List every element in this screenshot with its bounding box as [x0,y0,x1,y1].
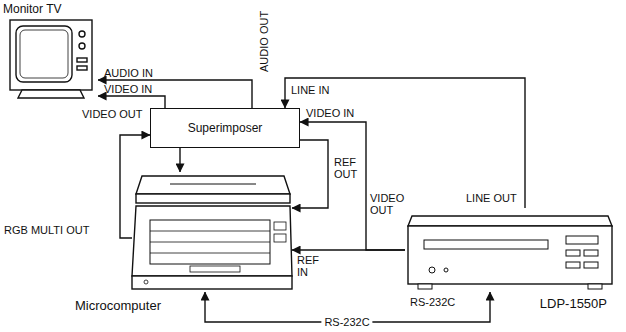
tv-screen [16,26,72,82]
connector-line [292,249,405,250]
connector-line [120,135,150,238]
port-label: VIDEO IN [104,83,152,95]
player-key [584,262,598,268]
disc-tray [424,240,548,249]
tv-screen-inner [20,30,68,78]
port-label: VIDEO OUT [370,192,404,216]
player-key [566,262,580,268]
port-label: AUDIO IN [104,67,153,79]
player-button [444,268,448,272]
function-key [274,222,286,230]
connector-line [205,292,490,322]
monitor-tv: Monitor TV [2,2,98,102]
tv-knob [79,43,85,49]
player-key [584,250,598,256]
port-label: REF IN [297,254,319,278]
computer-front-edge [132,276,292,289]
key-row [150,253,270,254]
computer-illustration [132,176,292,289]
connector-line [300,122,405,250]
tv-stand [18,90,84,98]
port-label: LINE OUT [466,192,517,204]
port-label: RGB MULTI OUT [4,224,89,236]
player-button [429,267,435,273]
space-bar [190,266,240,272]
power-lamp [144,280,148,284]
device-name: LDP-1550P [405,296,615,311]
computer-keys [150,220,270,264]
player-display [566,236,598,244]
connector-line [179,148,180,172]
laserdisc-player: LDP-1550P [405,208,615,292]
port-label: LINE IN [291,84,330,96]
computer-top-unit [136,176,290,194]
superimposer-box: Superimposer [150,108,300,148]
computer-top-front [136,194,290,203]
microcomputer: Microcomputer [132,172,292,292]
connector-line [98,96,165,108]
device-name: Monitor TV [3,2,99,16]
tv-knob [79,31,85,37]
key-row [150,231,270,232]
player-top [408,216,612,226]
tv-cabinet [10,20,92,90]
computer-slot [170,184,256,185]
key-row [150,242,270,243]
tv-illustration [10,20,92,98]
tv-button [77,58,87,62]
port-label: VIDEO IN [306,107,354,119]
connector-line [98,80,252,108]
tv-button [77,66,87,70]
port-label: RS-232C [410,296,455,308]
connector-label: RS-232C [321,316,372,328]
connector-line [292,140,328,208]
player-foot [418,284,432,289]
port-label: VIDEO OUT [82,108,143,120]
player-foot [588,284,602,289]
connector-line [285,78,525,208]
port-label: AUDIO OUT [258,11,270,72]
device-name: Superimposer [188,121,263,135]
device-name: Microcomputer [75,298,161,313]
player-illustration [408,216,612,289]
port-label: REF OUT [334,156,357,180]
function-key [274,234,286,242]
player-key [566,250,580,256]
player-front [408,226,612,284]
computer-keyboard-base [132,206,292,276]
